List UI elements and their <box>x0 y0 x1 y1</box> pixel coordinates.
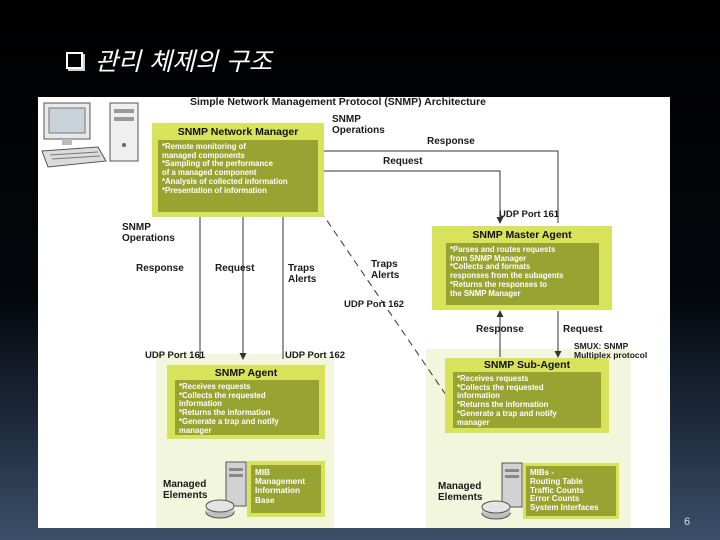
label-line: Traps <box>288 263 315 274</box>
mib-left-line: Management <box>255 477 306 487</box>
agent-title: SNMP Agent <box>214 367 278 379</box>
request-top-label: Request <box>383 156 423 167</box>
agent-item: *Receives requests <box>179 382 251 391</box>
page-number: 6 <box>684 516 691 528</box>
mib-left-line: Base <box>255 495 275 505</box>
label-line: Operations <box>332 124 385 136</box>
request-line-top <box>323 170 504 224</box>
agent-item: information <box>179 399 222 409</box>
master-item: *Parses and routes requests <box>450 245 556 254</box>
snmp-subagent-box: SNMP Sub-Agent *Receives requests *Colle… <box>445 358 609 433</box>
agent-description: *Receives requests *Collects the request… <box>175 380 319 435</box>
managed-elements-right-label: Managed Elements <box>438 481 483 503</box>
manager-description: *Remote monitoring of managed components… <box>158 140 318 212</box>
manager-item: *Sampling of the performance <box>162 159 273 169</box>
label-line: Traps <box>371 259 398 270</box>
connection-lines <box>196 147 562 396</box>
managed-elements-left-label: Managed Elements <box>163 479 208 501</box>
manager-item: *Remote monitoring of <box>162 142 247 151</box>
udp-162-mid-label: UDP Port 162 <box>344 299 405 310</box>
subagent-title: SNMP Sub-Agent <box>483 359 571 371</box>
mib-right-line: System Interfaces <box>530 503 599 513</box>
snmp-operations-top-label: SNMP Operations <box>332 114 385 136</box>
manager-item: of a managed component <box>162 168 257 178</box>
subagent-item: *Returns the information <box>457 400 549 410</box>
label-line: Elements <box>438 491 483 503</box>
mib-left-line: MIB <box>255 468 271 477</box>
snmp-operations-left-label: SNMP Operations <box>122 222 175 244</box>
computer-icon <box>41 102 139 168</box>
mib-left-line: Information <box>255 486 301 496</box>
master-item: *Collects and formats <box>450 262 531 272</box>
subagent-item: *Generate a trap and notify <box>457 408 557 418</box>
request-right-label: Request <box>563 324 603 335</box>
response-right-label: Response <box>476 324 524 335</box>
label-line: Operations <box>122 232 175 244</box>
mib-right-line: Error Counts <box>530 494 580 504</box>
label-line: Elements <box>163 489 208 501</box>
label-line: SMUX: SNMP <box>574 341 629 351</box>
response-top-label: Response <box>427 136 475 147</box>
mib-right-line: MIBs - <box>530 468 554 477</box>
diagram-title: Simple Network Management Protocol (SNMP… <box>190 97 486 108</box>
manager-item: *Analysis of collected information <box>162 176 288 186</box>
label-line: Alerts <box>288 273 317 285</box>
mib-right-line: Routing Table <box>530 476 583 486</box>
request-left-label: Request <box>215 263 255 274</box>
label-line: Managed <box>163 479 207 490</box>
master-item: responses from the subagents <box>450 271 564 281</box>
smux-label: SMUX: SNMP Multiplex protocol <box>574 342 647 360</box>
traps-alerts-mid-label: Traps Alerts <box>371 259 400 281</box>
manager-item: *Presentation of information <box>162 185 267 195</box>
traps-dashed-line <box>314 202 447 396</box>
manager-item: managed components <box>162 150 245 160</box>
mib-right-line: Traffic Counts <box>530 485 584 495</box>
agent-item: *Returns the information <box>179 408 271 418</box>
subagent-item: *Collects the requested <box>457 382 544 392</box>
subagent-item: *Receives requests <box>457 374 529 383</box>
server-router-icon-left <box>205 461 247 519</box>
mib-right-box: MIBs - Routing Table Traffic Counts Erro… <box>523 463 619 519</box>
master-item: *Returns the responses to <box>450 279 548 289</box>
label-line: Managed <box>438 481 482 492</box>
mib-left-box: MIB Management Information Base <box>247 461 325 517</box>
label-line: Alerts <box>371 269 400 281</box>
agent-item: manager <box>179 425 212 435</box>
master-item: from SNMP Manager <box>450 253 527 263</box>
udp-162-bottom-label: UDP Port 162 <box>285 350 346 361</box>
agent-item: *Generate a trap and notify <box>179 416 279 426</box>
manager-title: SNMP Network Manager <box>177 126 299 138</box>
subagent-item: manager <box>457 417 490 427</box>
response-line-top <box>317 147 559 223</box>
snmp-architecture-diagram: Simple Network Management Protocol (SNMP… <box>38 97 670 528</box>
master-item: the SNMP Manager <box>450 288 521 298</box>
udp-161-right-label: UDP Port 161 <box>499 209 560 220</box>
slide-title: 관리 체제의 구조 <box>66 42 272 78</box>
traps-alerts-left-label: Traps Alerts <box>288 263 317 285</box>
mib-right-text: MIBs - Routing Table Traffic Counts Erro… <box>526 466 616 516</box>
mib-left-text: MIB Management Information Base <box>251 465 321 513</box>
snmp-network-manager-box: SNMP Network Manager *Remote monitoring … <box>152 123 324 217</box>
response-left-label: Response <box>136 263 184 274</box>
label-line: SNMP <box>332 114 361 125</box>
server-router-icon-right <box>481 462 523 520</box>
checkbox-bullet-icon <box>66 51 83 69</box>
agent-item: *Collects the requested <box>179 390 266 400</box>
snmp-agent-box: SNMP Agent *Receives requests *Collects … <box>167 365 325 439</box>
subagent-item: information <box>457 391 500 401</box>
master-title: SNMP Master Agent <box>472 229 572 241</box>
label-line: Multiplex protocol <box>574 349 648 360</box>
label-line: SNMP <box>122 222 151 233</box>
master-description: *Parses and routes requests from SNMP Ma… <box>446 243 599 305</box>
slide-title-text: 관리 체제의 구조 <box>95 47 272 76</box>
subagent-description: *Receives requests *Collects the request… <box>453 372 601 428</box>
snmp-master-agent-box: SNMP Master Agent *Parses and routes req… <box>432 226 612 310</box>
udp-161-bottom-label: UDP Port 161 <box>145 350 206 361</box>
